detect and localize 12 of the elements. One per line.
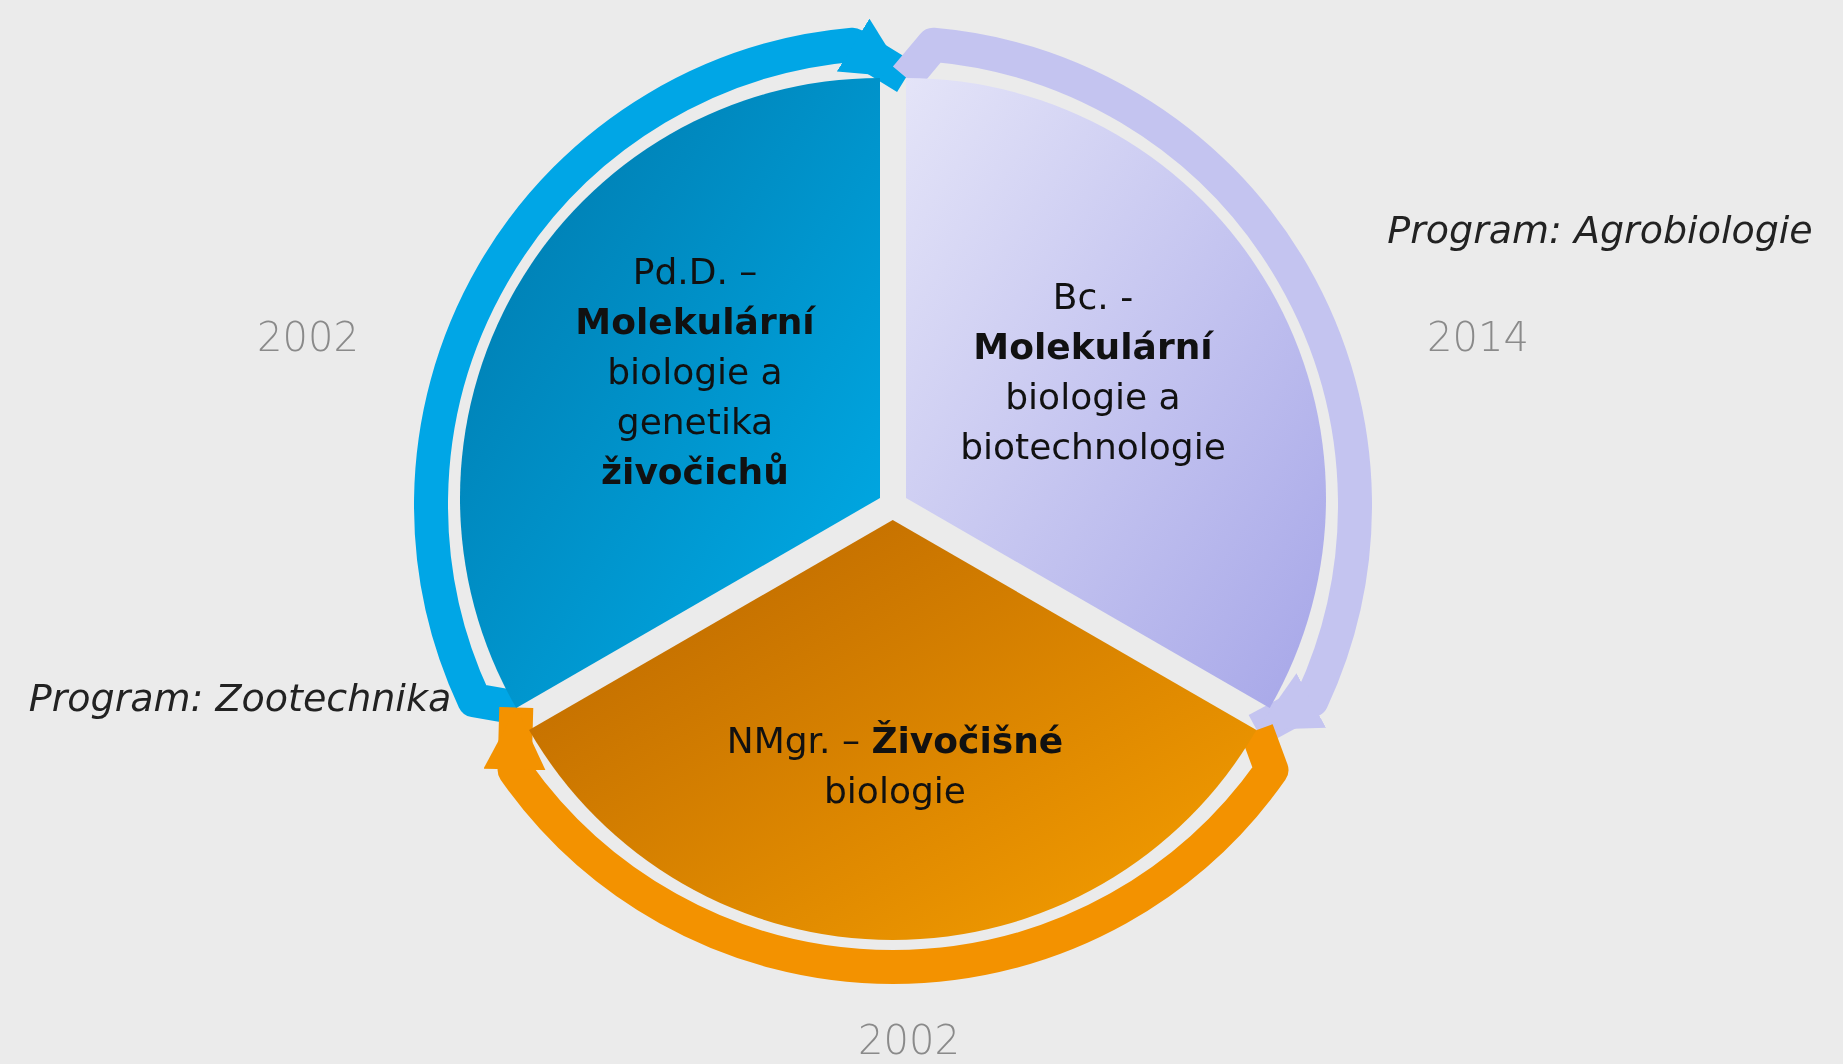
year-label: 2002 (858, 1017, 960, 1063)
segment-label: NMgr. – Živočišné biologie (725, 719, 1065, 813)
segment-label: Pd.D. – Molekulární biologie a genetika živočichů (574, 250, 817, 494)
segment (529, 520, 1257, 940)
segment-label: Bc. - Molekulární biologie a biotechnologie (959, 275, 1227, 469)
curved-arrow (483, 707, 1289, 984)
year-label: 2014 (1427, 314, 1529, 360)
program-label: Program: Agrobiologie (1387, 208, 1813, 252)
year-label: 2002 (257, 314, 359, 360)
program-label: Program: Zootechnika (28, 676, 452, 720)
segment (460, 77, 880, 708)
segment (906, 77, 1326, 708)
